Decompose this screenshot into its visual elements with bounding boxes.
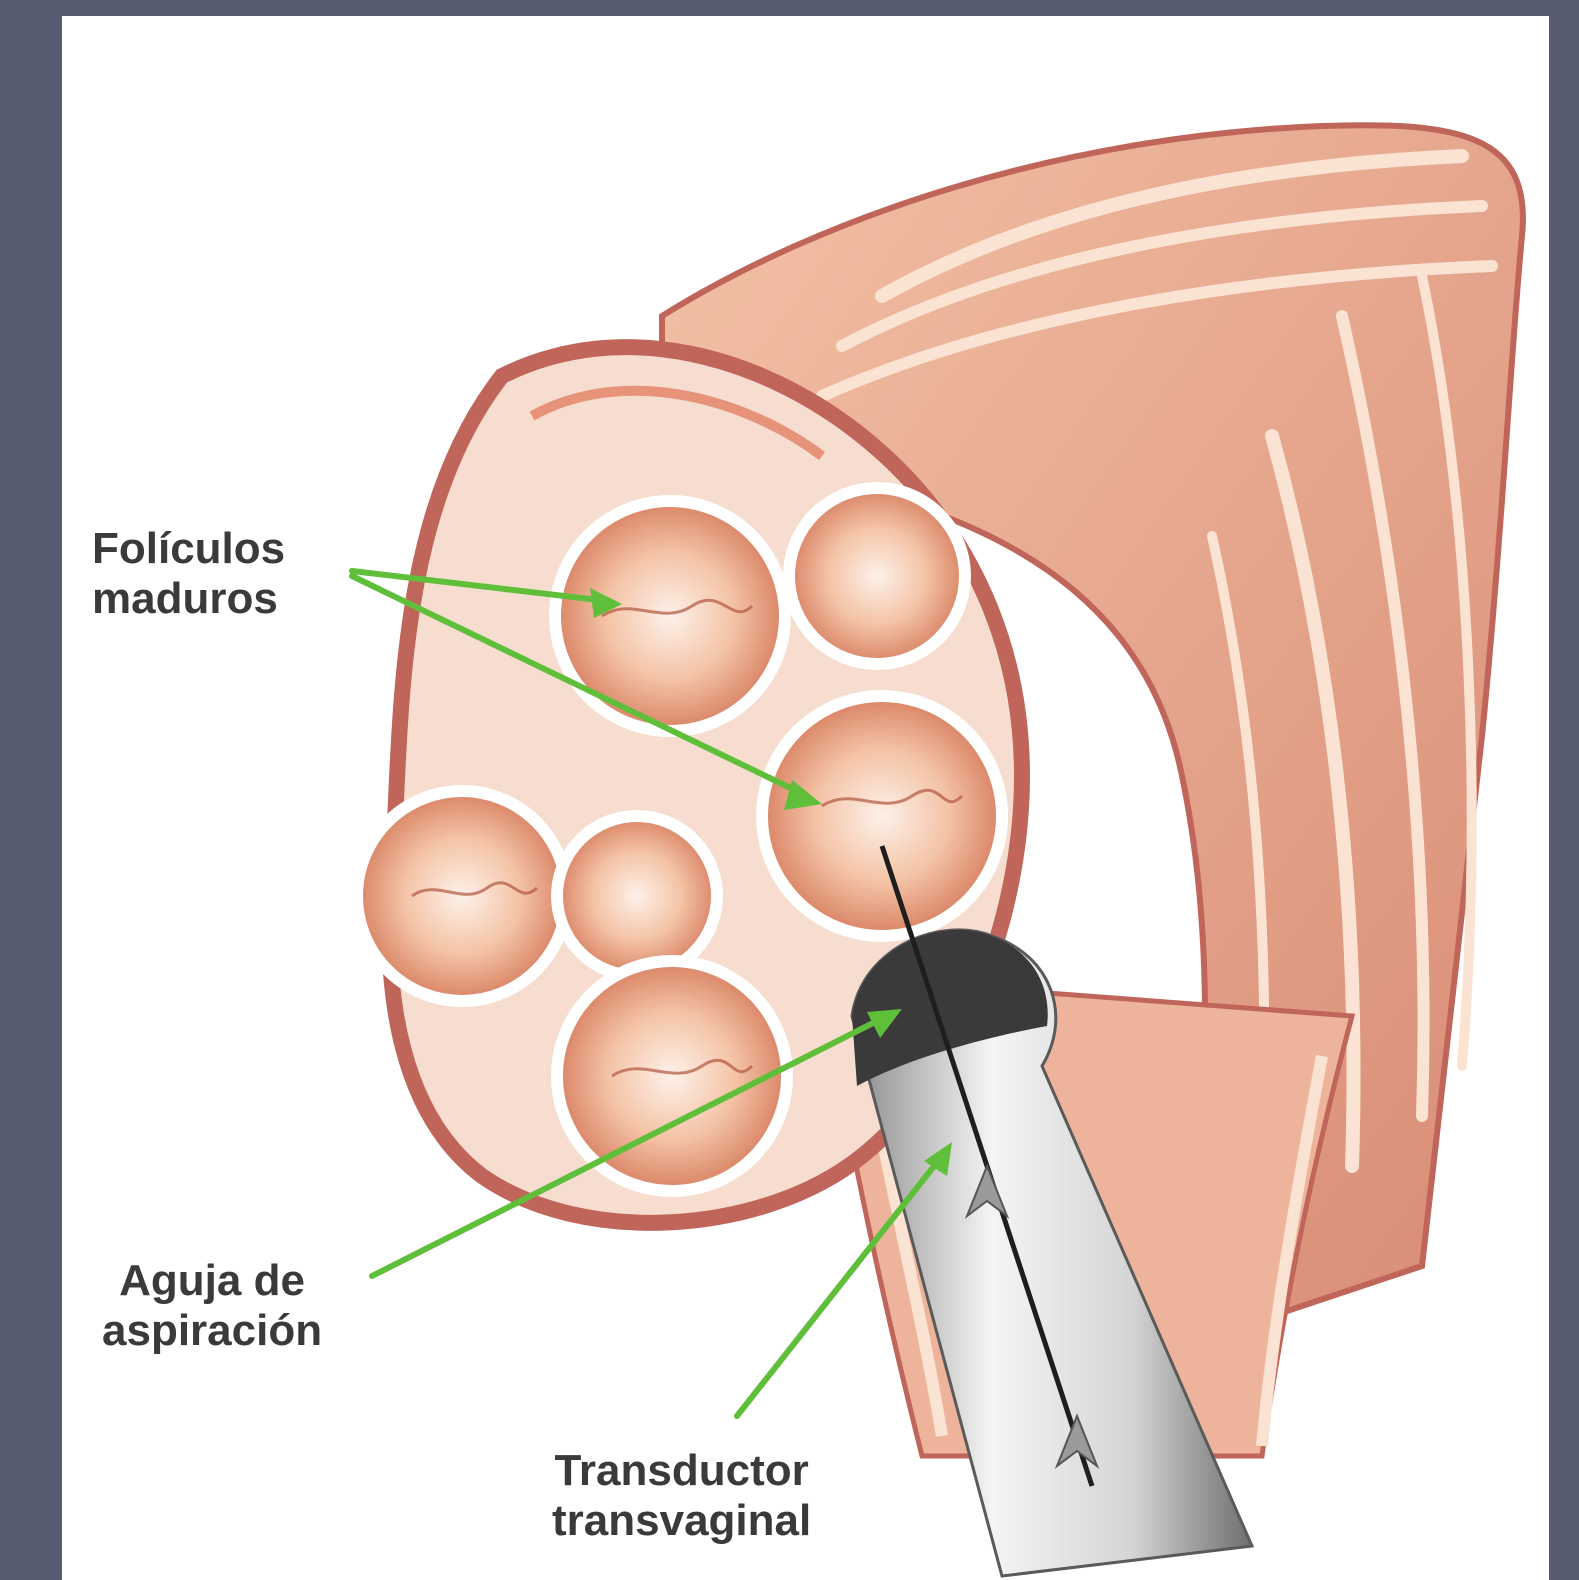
label-line: Transductor (552, 1446, 811, 1496)
label-line: transvaginal (552, 1496, 811, 1546)
label-foliculos-maduros: Folículos maduros (92, 524, 285, 624)
label-aguja-de-aspiracion: Aguja de aspiración (102, 1256, 322, 1356)
follicle (762, 696, 1002, 936)
label-line: maduros (92, 574, 285, 624)
follicle (789, 488, 965, 664)
follicle (357, 791, 567, 1001)
label-line: aspiración (102, 1306, 322, 1356)
follicle (555, 501, 785, 731)
label-transductor-transvaginal: Transductor transvaginal (552, 1446, 811, 1546)
follicle (557, 961, 787, 1191)
label-line: Folículos (92, 524, 285, 574)
diagram-panel: Folículos maduros Aguja de aspiración Tr… (62, 16, 1549, 1580)
follicle (557, 816, 717, 976)
label-line: Aguja de (102, 1256, 322, 1306)
